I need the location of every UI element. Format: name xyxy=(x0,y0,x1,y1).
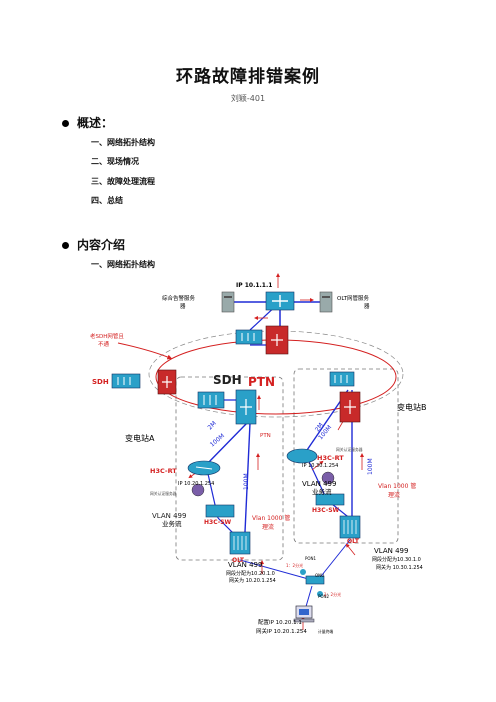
link-100m-b-vertical-label: 100M xyxy=(367,458,374,475)
toc-item: 二、现场情况 xyxy=(91,157,139,166)
link-2m-b-label: 2M xyxy=(314,422,325,433)
server-left-icon xyxy=(221,291,235,313)
station-b-rt-label: H3C-RT xyxy=(317,454,344,462)
station-b-vlan-label: VLAN 499 xyxy=(302,480,336,488)
subsection-title: 一、网络拓扑结构 xyxy=(91,260,155,269)
station-a-ip-label: IP 10.20.1.254 xyxy=(178,481,214,487)
sdh-device-top-icon xyxy=(235,329,263,345)
ring-ptn-label: PTN xyxy=(248,375,275,389)
station-a-small-label: 网关认证服务器 xyxy=(150,491,177,496)
pc-ip-label: 配置IP 10.20.1.1 xyxy=(258,619,302,626)
bottom-left-net: 网段分配为10.20.1.0 xyxy=(226,570,275,577)
station-b-ptn-icon xyxy=(339,391,361,423)
section-overview: 概述： xyxy=(62,114,113,131)
splitter-2-label: 1：2分光 xyxy=(324,591,341,597)
pon2-label: PON2 xyxy=(318,594,330,599)
olt-b-label: OLT xyxy=(347,538,360,545)
station-a-rt-label: H3C-RT xyxy=(150,467,177,475)
pc-icon xyxy=(293,605,315,623)
station-a-sw-label: H3C-SW xyxy=(204,519,232,526)
ip-top-label: IP 10.1.1.1 xyxy=(236,282,272,289)
server-left-label: 器 xyxy=(180,303,186,310)
station-b-olt-icon xyxy=(339,515,361,539)
station-a-box xyxy=(175,376,284,561)
section-heading: 内容介绍 xyxy=(77,238,126,252)
bottom-left-gw: 网关为 10.20.1.254 xyxy=(229,577,276,584)
link-100m-a-label: 100M xyxy=(209,432,226,448)
station-b-ip-label: IP 10.30.1.254 xyxy=(302,463,338,469)
document-title: 环路故障排错案例 xyxy=(176,67,320,87)
station-a-router-icon xyxy=(187,460,221,476)
bottom-right-gw: 网关为 10.30.1.254 xyxy=(376,564,423,571)
ptn-left-icon xyxy=(157,369,177,395)
toc-item: 四、总结 xyxy=(91,196,123,205)
station-b-vlan1000-label: Vlan 1000 管 xyxy=(378,482,416,490)
splitter-2-icon xyxy=(317,591,323,597)
server-right-icon xyxy=(319,291,333,313)
station-a-label: 变电站A xyxy=(125,433,155,443)
toc-item: 一、网络拓扑结构 xyxy=(91,138,155,147)
station-b-router-icon xyxy=(286,448,318,464)
pc-small-label: 计量终端 xyxy=(318,629,333,634)
core-switch-icon xyxy=(265,291,295,311)
station-a-vlan1000-label: 理流 xyxy=(262,523,274,531)
station-b-switch-icon xyxy=(315,493,345,506)
station-b-label: 变电站B xyxy=(397,402,427,412)
station-b-gateway-icon xyxy=(321,471,335,485)
link-100m-a-vertical-label: 100M xyxy=(243,473,250,490)
bullet-icon xyxy=(62,242,69,249)
station-a-gateway-icon xyxy=(191,483,205,497)
station-a-switch-icon xyxy=(205,504,235,518)
station-b-vlan1000-label: 理流 xyxy=(388,491,400,499)
station-b-sw-label: H3C-SW xyxy=(312,507,340,514)
document-author: 刘颖-401 xyxy=(230,94,266,103)
note-left-label: 老SDH网管且 xyxy=(90,332,124,340)
ring-sdh-label: SDH xyxy=(213,373,242,387)
sdh-node-label: SDH xyxy=(92,378,109,386)
ptn-device-top-icon xyxy=(265,325,289,355)
onu-label: ONU xyxy=(315,573,324,578)
olt-a-label: OLT xyxy=(232,557,245,564)
station-b-sdh-icon xyxy=(329,371,355,387)
server-right-label: OLT网管服务 xyxy=(337,294,369,302)
station-a-vlan-sub-label: 业务流 xyxy=(162,519,182,528)
splitter-1-label: 1：2分光 xyxy=(286,562,303,568)
ptn-small-label: PTN xyxy=(260,433,271,439)
station-a-sdh-icon xyxy=(197,391,225,409)
station-a-vlan-label: VLAN 499 xyxy=(152,512,186,520)
pc-gw-label: 网关IP 10.20.1.254 xyxy=(256,627,307,635)
toc-item: 三、故障处理流程 xyxy=(91,177,155,186)
bottom-left-vlan: VLAN 499 xyxy=(228,561,262,569)
section-heading: 概述： xyxy=(77,116,114,130)
onu-icon xyxy=(305,575,325,585)
bullet-icon xyxy=(62,120,69,127)
station-a-olt-icon xyxy=(229,531,251,555)
section-content: 内容介绍 xyxy=(62,236,125,253)
pon1-label: PON1 xyxy=(305,556,317,561)
server-left-label: 综合告警服务 xyxy=(162,294,196,302)
sdh-left-icon xyxy=(111,373,141,389)
station-b-small-label: 网关认证服务器 xyxy=(336,447,363,452)
splitter-1-icon xyxy=(300,569,306,575)
server-right-label: 器 xyxy=(364,303,370,310)
station-a-vlan1000-label: Vlan 1000 管 xyxy=(252,514,290,522)
bottom-right-vlan: VLAN 499 xyxy=(374,547,408,555)
link-2m-a-label: 2M xyxy=(206,420,217,431)
note-left-label: 不通 xyxy=(98,340,110,348)
station-a-ptn-icon xyxy=(235,389,257,425)
bottom-right-net: 网段分配为10.30.1.0 xyxy=(372,556,421,563)
station-b-vlan-sub-label: 业务流 xyxy=(312,487,332,496)
